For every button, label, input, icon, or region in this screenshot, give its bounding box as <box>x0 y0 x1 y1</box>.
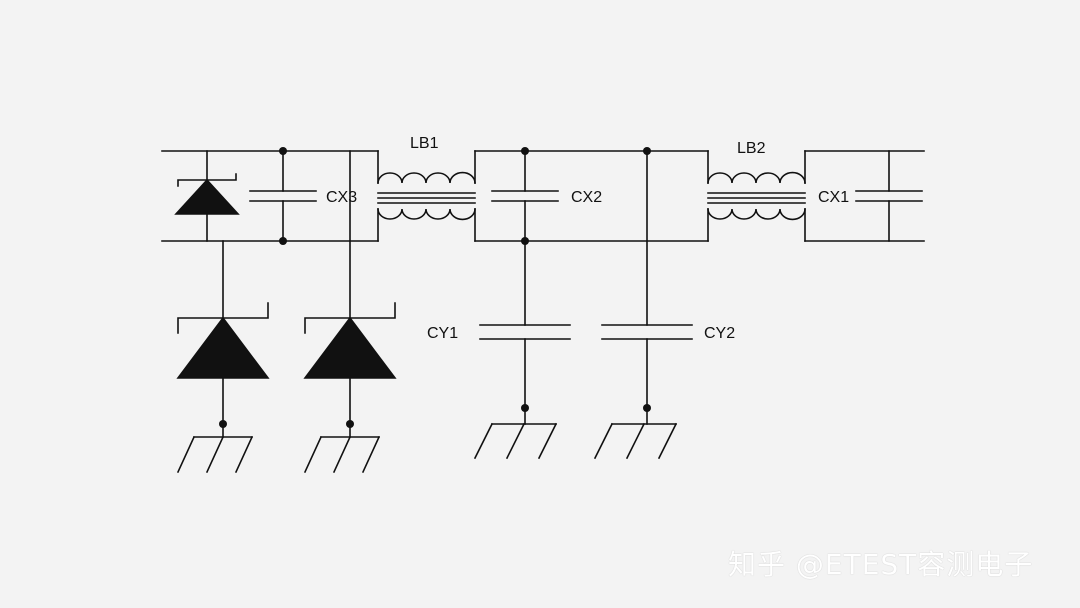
tvs-diode-differential <box>174 150 240 242</box>
capacitor-cy2 <box>593 147 693 460</box>
label-cx1: CX1 <box>818 189 849 206</box>
label-cx3: CX3 <box>326 189 357 206</box>
watermark-text: 知乎 @ETEST容测电子 <box>728 548 1034 581</box>
label-lb2: LB2 <box>737 140 766 157</box>
label-cy2: CY2 <box>704 325 735 342</box>
label-lb1: LB1 <box>410 135 439 152</box>
inductor-lb2 <box>707 150 806 242</box>
tvs-diode-to-ground-2 <box>303 150 397 474</box>
tvs-diode-to-ground-1 <box>176 240 270 474</box>
capacitor-cy1 <box>473 240 571 460</box>
label-cx2: CX2 <box>571 189 602 206</box>
capacitor-cx3 <box>249 147 317 245</box>
inductor-lb1 <box>377 150 476 242</box>
capacitor-cx2 <box>491 147 559 245</box>
label-cy1: CY1 <box>427 325 458 342</box>
capacitor-cx1 <box>855 150 923 242</box>
